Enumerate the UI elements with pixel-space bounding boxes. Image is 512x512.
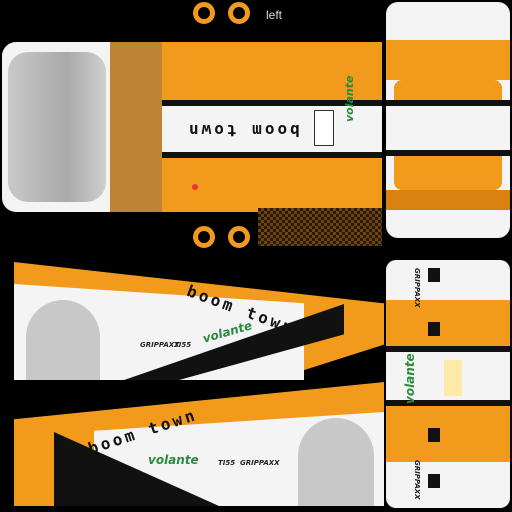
volante-logo-side-2: volante: [148, 453, 199, 467]
code-side-1: TI55: [174, 341, 192, 349]
grippaxx-rear-top: GRIPPAXX: [413, 268, 421, 308]
rear-orange-top: [386, 300, 510, 346]
front-stripe-top: [386, 100, 510, 106]
rear-slot-3: [428, 428, 440, 442]
rear-orange-bottom: [386, 406, 510, 462]
volante-logo-top: volante: [343, 75, 356, 122]
grippaxx-side-1: GRIPPAXX: [140, 341, 180, 349]
volante-logo-rear: volante: [403, 353, 417, 404]
front-stripe: [386, 106, 510, 150]
front-stripe-bottom: [386, 150, 510, 156]
boomtown-logo-top: boom town: [186, 121, 300, 140]
wheel-arch-lower: [298, 418, 374, 506]
wheel-ring-top: [193, 2, 215, 24]
badge-dot: [192, 184, 198, 190]
code-side-2: TI55: [218, 459, 236, 467]
rear-slot-2: [428, 322, 440, 336]
grippaxx-side-2: GRIPPAXX: [240, 459, 280, 467]
rear-stripe-bottom: [386, 400, 510, 406]
front-orange-bottom: [386, 190, 510, 210]
orange-mid-panel: [110, 42, 162, 212]
rear-light-panel: [444, 360, 462, 396]
hood-stripe: [162, 106, 382, 152]
grippaxx-rear-bottom: GRIPPAXX: [413, 460, 421, 500]
rear-stripe-top: [386, 346, 510, 352]
hood-stripe-border-bottom: [162, 152, 382, 158]
wheel-ring-bottom: [193, 226, 215, 248]
hood-stripe-border-top: [162, 100, 382, 106]
number-card-top: [314, 110, 334, 146]
wheel-ring-top-2: [228, 2, 250, 24]
front-orange-top: [386, 40, 510, 80]
wheel-ring-bottom-2: [228, 226, 250, 248]
grille-texture: [258, 208, 382, 246]
cockpit-area: [8, 52, 106, 202]
rear-slot-4: [428, 474, 440, 488]
texture-label: left: [266, 8, 283, 22]
side-view-lower: boom town volante TI55 GRIPPAXX: [14, 382, 384, 506]
wheel-arch-upper: [26, 300, 100, 380]
rear-slot-1: [428, 268, 440, 282]
top-view-panel: boom town volante: [2, 42, 382, 212]
side-view-upper: boom town volante GRIPPAXX TI55: [14, 262, 384, 380]
